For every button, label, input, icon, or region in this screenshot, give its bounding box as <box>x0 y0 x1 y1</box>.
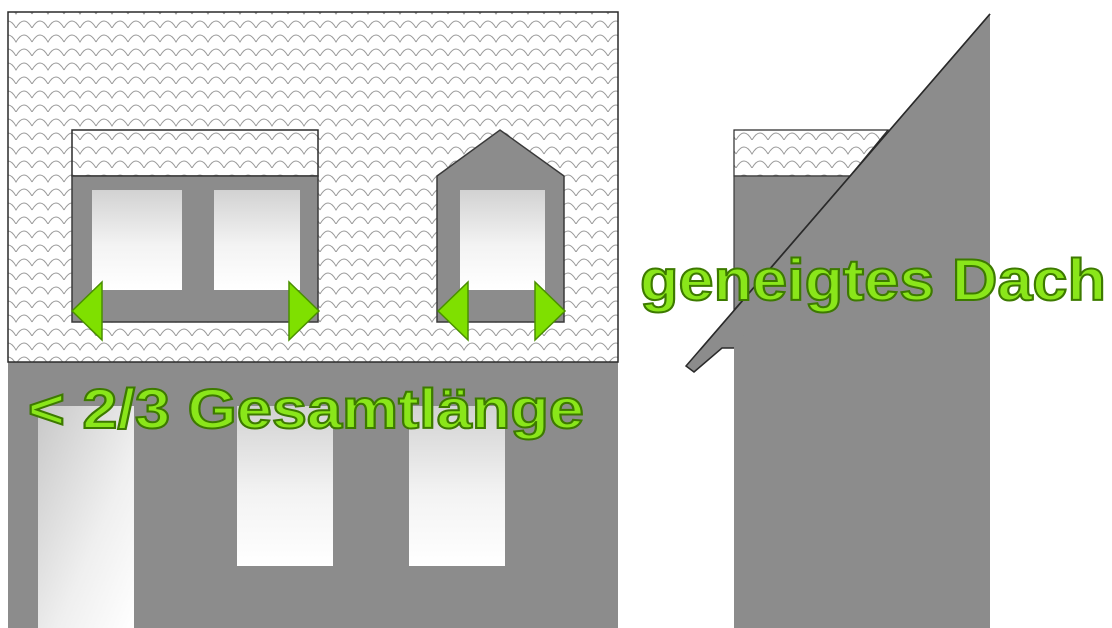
dormer-wide-window-left <box>92 190 182 290</box>
dormer-gabled-window <box>460 190 545 290</box>
ground-floor-window-right <box>409 406 505 566</box>
ground-floor-window-middle <box>237 406 333 566</box>
front-view <box>7 11 619 628</box>
side-view <box>684 13 991 628</box>
roof-length-rule-label: < 2/3 Gesamtlänge <box>28 377 584 440</box>
arrow-right-icon <box>534 280 567 342</box>
roof-slope-outline <box>699 13 991 351</box>
dormer-wide <box>71 129 319 323</box>
roof-type-label: geneigtes Dach <box>640 248 1106 313</box>
dormer-wide-window-right <box>214 190 300 290</box>
arrow-right-icon <box>288 280 321 342</box>
dormer-wide-roof-outline <box>71 129 319 177</box>
arrow-left-icon <box>436 280 469 342</box>
side-wall-mass <box>734 14 990 628</box>
arrow-left-icon <box>70 280 103 342</box>
ground-floor-door <box>38 406 134 628</box>
dormer-gabled <box>436 129 565 323</box>
